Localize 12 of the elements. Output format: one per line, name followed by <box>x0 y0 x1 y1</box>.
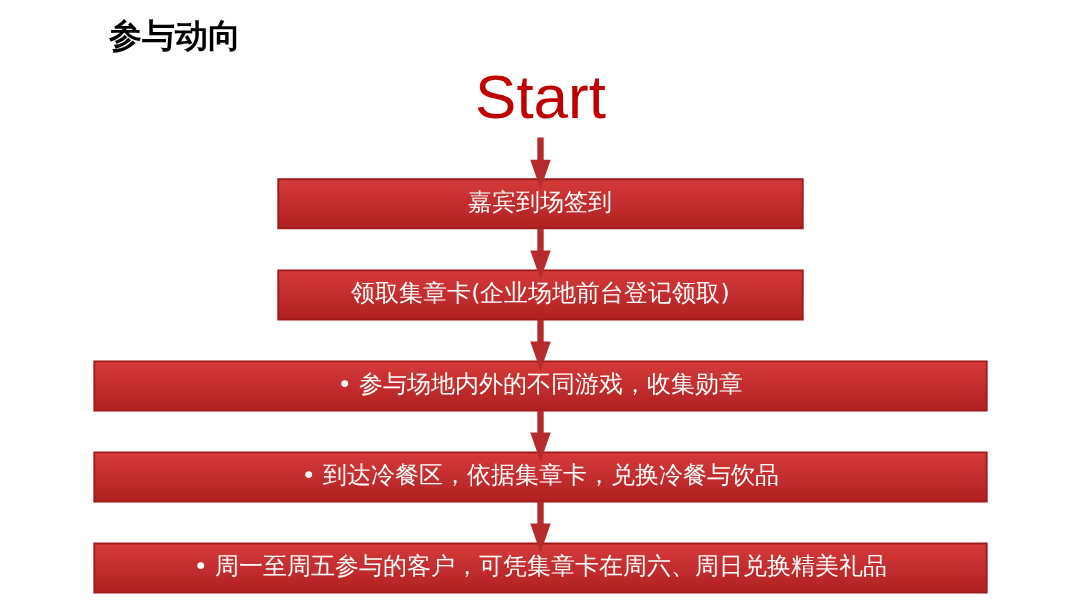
node-box: 领取集章卡(企业场地前台登记领取) <box>276 269 804 321</box>
node-text: Start <box>474 61 606 131</box>
node-box: 嘉宾到场签到 <box>276 178 804 230</box>
arrow <box>529 319 551 371</box>
arrow <box>529 410 551 462</box>
diagram-title: 参与动向 <box>108 17 241 56</box>
node-box: • 参与场地内外的不同游戏，收集勋章 <box>92 360 988 412</box>
node-box: • 周一至周五参与的客户，可凭集章卡在周六、周日兑换精美礼品 <box>92 542 988 594</box>
arrow <box>529 228 551 280</box>
arrow <box>529 137 551 189</box>
node-box: • 到达冷餐区，依据集章卡，兑换冷餐与饮品 <box>92 451 988 503</box>
arrow <box>529 501 551 553</box>
